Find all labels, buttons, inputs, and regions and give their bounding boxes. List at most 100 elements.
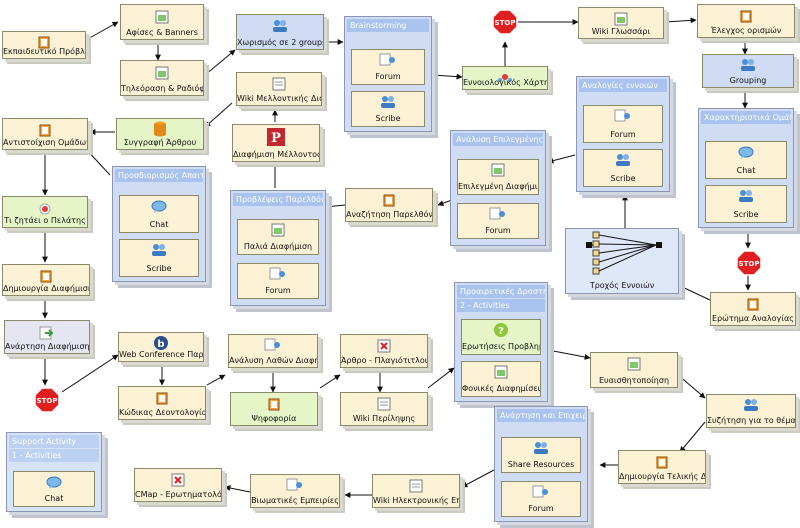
group-subtitle: 2 - Activities: [457, 299, 545, 312]
stop-sign-icon[interactable]: STOP: [492, 9, 518, 39]
group-charakt[interactable]: Χαρακτηριστικά Ομάδ Chat Scribe: [698, 108, 794, 228]
activity-afises[interactable]: Αφίσες & Banners: [120, 4, 204, 40]
activity-label: Wiki Ηλεκτρονικής Επ: [373, 496, 459, 505]
activity-web-conf[interactable]: b Web Conference Παρου: [118, 332, 204, 362]
notebook-icon: [377, 338, 391, 357]
group-brainstorming[interactable]: Brainstorming Forum Scribe: [344, 16, 432, 132]
activity-antistoixisi[interactable]: Αντιστοίχιση Ομάδων: [2, 118, 88, 150]
group-item[interactable]: Scribe: [351, 91, 425, 127]
notebook-icon: [272, 76, 286, 95]
item-label: Φονικές Διαφημίσεις: [462, 384, 540, 393]
group-item[interactable]: Forum: [237, 263, 319, 299]
group-item[interactable]: Scribe: [119, 239, 199, 277]
group-item[interactable]: Forum: [501, 481, 581, 517]
activity-label: Δημιουργία Διαφήμισης: [3, 284, 89, 293]
group-item[interactable]: Scribe: [583, 149, 663, 187]
group-support[interactable]: Support Activity 1 - Activities Chat: [6, 432, 102, 512]
group-analogies[interactable]: Αναλογίες εννοιών Forum Scribe: [576, 76, 670, 192]
group-item[interactable]: Chat: [13, 471, 95, 507]
activity-label: Grouping: [729, 76, 767, 85]
notebook-icon: [740, 8, 752, 27]
activity-wiki-perilipsis[interactable]: Wiki Περίληψης: [340, 392, 428, 426]
group-item[interactable]: ? Ερωτήσεις Προβληματι: [461, 319, 541, 355]
activity-label: Διαφήμιση Μέλλοντος: [233, 150, 319, 159]
group-item[interactable]: Chat: [119, 195, 199, 233]
chat-bubble-icon: [738, 145, 754, 164]
item-label: Scribe: [610, 174, 636, 183]
item-label: Chat: [149, 220, 169, 229]
group-item[interactable]: Scribe: [705, 185, 787, 223]
activity-label: Ερώτημα Αναλογίας: [712, 314, 794, 323]
activity-arthro-plagio[interactable]: Άρθρο - Πλαγιότιτλοι: [340, 334, 428, 368]
group-item[interactable]: Forum: [457, 203, 539, 239]
notebook-icon: [747, 296, 759, 315]
notebook-icon: [494, 364, 508, 383]
group-subtitle: 1 - Activities: [9, 449, 99, 462]
item-label: Chat: [736, 166, 756, 175]
svg-text:P: P: [271, 131, 281, 146]
activity-wiki-mellontikis[interactable]: Wiki Μελλοντικής Δια: [236, 72, 322, 106]
activity-tileorasi[interactable]: Τηλεόραση & Ραδιόφωνο: [120, 60, 204, 96]
activity-anazitisi[interactable]: Αναζήτηση Παρελθόντ: [345, 188, 433, 222]
activity-label: Ψηφοφορία: [251, 414, 297, 423]
activity-kodikas[interactable]: Κώδικας Δεοντολογίας: [118, 386, 206, 420]
notebook-icon: [155, 9, 169, 28]
database-icon: [153, 121, 167, 141]
group-analysi-epil[interactable]: Ανάλυση Επιλεγμένης Επιλεγμένη Διαφήμιση…: [450, 130, 546, 246]
activity-label: Αντιστοίχιση Ομάδων: [3, 138, 87, 147]
people-icon: [739, 57, 757, 77]
activity-syzitisi[interactable]: Συζήτηση για το θέμα: [706, 394, 796, 428]
flag-icon: [39, 200, 51, 219]
activity-xorismos[interactable]: Χωρισμός σε 2 groups: [236, 14, 324, 50]
group-proairetikes[interactable]: Προαιρετικές Δραστηρ 2 - Activities ? Ερ…: [454, 282, 548, 402]
activity-trochos[interactable]: Τροχός Εννοιών: [565, 228, 679, 294]
activity-euaisthitopoiisi[interactable]: Ευαισθητοποίηση: [590, 352, 678, 388]
activity-ekp-problima[interactable]: Εκπαιδευτικό Πρόβλημα: [2, 31, 86, 59]
activity-label: Ευαισθητοποίηση: [598, 376, 670, 385]
group-item[interactable]: Παλιά Διαφήμιση: [237, 219, 319, 255]
stop-sign-icon[interactable]: STOP: [736, 250, 762, 280]
activity-dimiourgia-telikis[interactable]: Δημιουργία Τελικής Δ: [618, 450, 706, 484]
activity-wiki-ilektronikis[interactable]: Wiki Ηλεκτρονικής Επ: [372, 474, 460, 508]
activity-erotima-analogias[interactable]: Ερώτημα Αναλογίας: [710, 292, 796, 326]
activity-grouping[interactable]: Grouping: [702, 54, 794, 88]
item-label: Scribe: [146, 264, 172, 273]
notebook-icon: [614, 11, 628, 30]
group-prosdiorismos[interactable]: Προσδιορισμός Απαιτ Chat Scribe: [112, 166, 206, 282]
activity-anartisi-diaf[interactable]: Ανάρτηση Διαφήμισης: [4, 320, 90, 354]
group-item[interactable]: Επιλεγμένη Διαφήμιση: [457, 159, 539, 195]
activity-elegxos[interactable]: Έλεγχος ορισμών: [697, 4, 795, 38]
item-label: Επιλεγμένη Διαφήμιση: [458, 182, 538, 191]
group-item[interactable]: Share Resources: [501, 437, 581, 473]
notebook-icon: [627, 356, 641, 375]
activity-syggrafi[interactable]: Συγγραφή Άρθρου: [116, 118, 204, 150]
group-item[interactable]: Chat: [705, 141, 787, 179]
activity-dimiourgia-diaf[interactable]: Δημιουργία Διαφήμισης: [2, 264, 90, 296]
notebook-icon: [268, 396, 280, 415]
activity-cmap[interactable]: CMap - Ερωτηματολόγιο: [134, 468, 222, 502]
stop-label: STOP: [495, 19, 516, 27]
activity-psifoforia[interactable]: Ψηφοφορία: [230, 392, 318, 426]
group-provlepseis[interactable]: Προβλέψεις Παρελθόντ Παλιά Διαφήμιση For…: [230, 190, 326, 306]
activity-diafimisi-mellontos[interactable]: P Διαφήμιση Μέλλοντος: [232, 124, 320, 162]
group-item[interactable]: Forum: [583, 105, 663, 143]
stop-sign-icon[interactable]: STOP: [34, 387, 60, 417]
group-title: Προσδιορισμός Απαιτ: [115, 169, 203, 182]
notebook-icon: [40, 268, 52, 287]
activity-analysi-lathon[interactable]: Ανάλυση Λαθών Διαφή: [228, 334, 318, 368]
activity-enn-xartis[interactable]: Εννοιολογικός Χάρτης: [462, 66, 548, 90]
activity-viomatikes[interactable]: Βιωματικές Εμπειρίες: [250, 474, 340, 508]
group-anartisi-epix[interactable]: Ανάρτηση και Επιχειρ Share Resources For…: [494, 406, 588, 522]
notebook-icon: [656, 454, 668, 473]
question-icon: ?: [493, 322, 509, 342]
item-label: Παλιά Διαφήμιση: [243, 242, 313, 251]
group-item[interactable]: Forum: [351, 49, 425, 85]
chat-bubble-icon: [151, 199, 167, 218]
activity-label: Συγγραφή Άρθρου: [123, 138, 197, 147]
p-logo-icon: P: [267, 128, 285, 150]
activity-ti-zitaei[interactable]: Τι ζητάει ο Πελάτης: [2, 196, 88, 228]
map-icon: [497, 68, 513, 87]
activity-wiki-glossari[interactable]: Wiki Γλωσσάρι: [578, 7, 664, 39]
group-item[interactable]: Φονικές Διαφημίσεις: [461, 361, 541, 397]
item-label: Share Resources: [507, 460, 575, 469]
